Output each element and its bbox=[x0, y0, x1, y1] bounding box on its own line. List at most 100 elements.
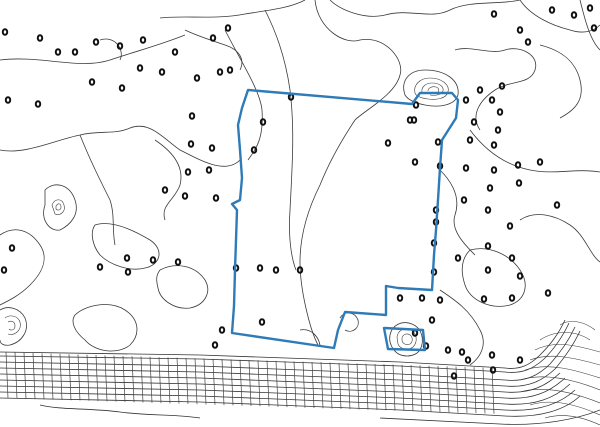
tree-marker bbox=[508, 294, 516, 302]
tree-marker bbox=[34, 100, 42, 108]
tree-marker bbox=[462, 164, 470, 172]
tree-marker bbox=[488, 96, 496, 104]
tree-marker bbox=[123, 254, 131, 262]
tree-marker bbox=[209, 34, 217, 42]
road-hatch-lines bbox=[5, 352, 495, 414]
road-hatch-line bbox=[14, 352, 18, 399]
road-hatch-line bbox=[482, 367, 486, 414]
tree-marker bbox=[494, 126, 502, 134]
road-hatch-line bbox=[230, 359, 234, 406]
tree-marker bbox=[396, 294, 404, 302]
tree-marker bbox=[450, 372, 458, 380]
tree-marker bbox=[412, 101, 420, 109]
tree-marker bbox=[548, 6, 556, 14]
tree-marker bbox=[139, 36, 147, 44]
tree-marker bbox=[226, 66, 234, 74]
tree-marker bbox=[411, 158, 419, 166]
road-hatch-line bbox=[50, 353, 54, 400]
tree-marker bbox=[458, 348, 466, 356]
tree-marker bbox=[211, 341, 219, 349]
tree-marker bbox=[490, 10, 498, 18]
tree-marker bbox=[116, 42, 124, 50]
tree-marker bbox=[149, 256, 157, 264]
road-hatch-line bbox=[284, 361, 288, 408]
tree-marker bbox=[470, 118, 478, 126]
tree-marker bbox=[466, 136, 474, 144]
road-hatch-line bbox=[392, 364, 396, 411]
tree-marker bbox=[205, 166, 213, 174]
tree-marker bbox=[484, 266, 492, 274]
road-hatch-line bbox=[176, 357, 180, 404]
road-hatch-line bbox=[23, 352, 27, 399]
road-hatch-line bbox=[239, 359, 243, 406]
road-hatch-line bbox=[41, 353, 45, 400]
road-hatch-line bbox=[248, 359, 252, 406]
road-hatch-line bbox=[86, 354, 90, 401]
tree-marker bbox=[184, 168, 192, 176]
road-hatch-line bbox=[383, 364, 387, 411]
road-hatch-line bbox=[140, 356, 144, 403]
road-hatch-line bbox=[95, 355, 99, 402]
tree-marker bbox=[476, 86, 484, 94]
road-hatch-line bbox=[122, 355, 126, 402]
road-hatch-line bbox=[347, 363, 351, 410]
road-hatch-line bbox=[194, 358, 198, 405]
tree-marker bbox=[188, 112, 196, 120]
tree-marker bbox=[187, 140, 195, 148]
tree-marker bbox=[193, 74, 201, 82]
tree-marker bbox=[418, 294, 426, 302]
tree-marker bbox=[36, 34, 44, 42]
road-hatch-line bbox=[302, 361, 306, 408]
tree-marker bbox=[498, 82, 506, 90]
road-hatch-line bbox=[275, 360, 279, 407]
tree-marker bbox=[486, 184, 494, 192]
tree-marker bbox=[536, 158, 544, 166]
road-hatch-line bbox=[203, 358, 207, 405]
road-hatch-line bbox=[77, 354, 81, 401]
tree-marker bbox=[88, 78, 96, 86]
tree-marker bbox=[590, 24, 598, 32]
road-hatch-line bbox=[131, 356, 135, 403]
tree-marker bbox=[514, 161, 522, 169]
tree-marker bbox=[208, 144, 216, 152]
tree-marker bbox=[484, 206, 492, 214]
tree-marker bbox=[54, 48, 62, 56]
road-hatch-line bbox=[104, 355, 108, 402]
road-hatch-line bbox=[257, 360, 261, 407]
tree-marker bbox=[224, 24, 232, 32]
tree-marker bbox=[444, 346, 452, 354]
tree-marker bbox=[259, 118, 267, 126]
road-edge bbox=[0, 319, 600, 425]
road-hatch-line bbox=[437, 366, 441, 413]
road-hatch-line bbox=[68, 354, 72, 401]
road-hatch-line bbox=[491, 367, 495, 414]
tree-marker bbox=[484, 242, 492, 250]
tree-marker bbox=[0, 266, 8, 274]
tree-marker bbox=[174, 258, 182, 266]
tree-marker bbox=[436, 296, 444, 304]
road-hatch-line bbox=[428, 365, 432, 412]
road-hatch-line bbox=[329, 362, 333, 409]
tree-markers bbox=[0, 4, 598, 380]
tree-marker bbox=[460, 196, 468, 204]
tree-marker bbox=[256, 264, 264, 272]
tree-marker bbox=[218, 326, 226, 334]
tree-marker bbox=[489, 366, 497, 374]
road-hatch-line bbox=[311, 361, 315, 408]
road-hatch-line bbox=[419, 365, 423, 412]
tree-marker bbox=[384, 139, 392, 147]
tree-marker bbox=[515, 179, 523, 187]
road-hatch-line bbox=[374, 363, 378, 411]
road-hatch-line bbox=[167, 357, 171, 404]
tree-marker bbox=[161, 186, 169, 194]
tree-marker bbox=[92, 38, 100, 46]
site-boundary bbox=[230, 88, 460, 352]
road-hatch-line bbox=[464, 366, 468, 413]
tree-marker bbox=[216, 68, 224, 76]
road-hatch-line bbox=[338, 362, 342, 409]
tree-marker bbox=[136, 64, 144, 72]
road-hatch-line bbox=[473, 367, 477, 414]
tree-marker bbox=[544, 289, 552, 297]
tree-marker bbox=[158, 68, 166, 76]
